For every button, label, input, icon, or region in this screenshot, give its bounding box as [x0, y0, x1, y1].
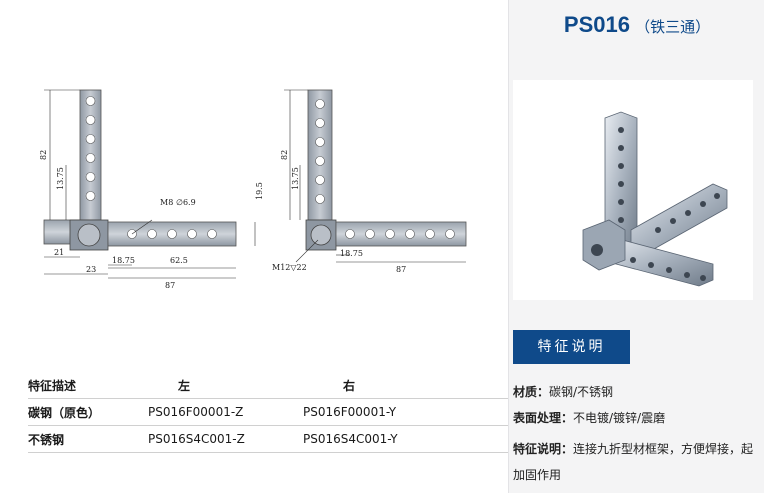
left-code-cell: PS016S4C001-Z [148, 425, 303, 453]
product-subtitle: （铁三通） [635, 18, 711, 36]
left-view: 82 13.75 19.5 M8 ∅6.9 21 23 18.75 62.5 8… [39, 89, 264, 290]
material-cell: 不锈钢 [28, 425, 148, 453]
table-header-row: 特征描述 左 右 [28, 372, 508, 399]
header-feature: 特征描述 [28, 372, 148, 399]
dim-21: 21 [54, 248, 64, 257]
spec-material: 材质：碳钢/不锈钢 [513, 384, 758, 400]
surface-value: 不电镀/镀锌/震磨 [573, 411, 666, 425]
label-m8: M8 [160, 198, 173, 207]
right-view: 82 13.75 M12▽22 18.75 87 [272, 89, 467, 274]
product-code: PS016 [563, 12, 630, 37]
label-m12: M12▽22 [272, 263, 307, 272]
dim-18-75-right: 18.75 [340, 249, 363, 258]
technical-drawing: 82 13.75 19.5 M8 ∅6.9 21 23 18.75 62.5 8… [39, 89, 467, 290]
table-row: 碳钢（原色） PS016F00001-Z PS016F00001-Y [28, 398, 508, 426]
description-value: 连接九折型材框架，方便焊接，起加固作用 [513, 442, 754, 482]
dim-82: 82 [39, 150, 48, 160]
dim-18-75: 18.75 [112, 256, 135, 265]
spec-surface: 表面处理：不电镀/镀锌/震磨 [513, 410, 758, 426]
surface-label: 表面处理： [513, 411, 574, 425]
description-label: 特征说明： [513, 442, 574, 456]
dim-23: 23 [86, 265, 96, 274]
spec-description: 特征说明：连接九折型材框架，方便焊接，起加固作用 [513, 436, 758, 488]
dim-62-5: 62.5 [170, 256, 188, 265]
right-code-cell: PS016F00001-Y [303, 398, 508, 426]
left-code-cell: PS016F00001-Z [148, 398, 303, 426]
header-right: 右 [303, 372, 508, 399]
material-label: 材质： [513, 385, 550, 399]
product-photo [513, 80, 753, 300]
dim-13-75: 13.75 [56, 167, 65, 190]
product-panel: PS016 （铁三通） [508, 0, 764, 493]
drawing-panel: 82 13.75 19.5 M8 ∅6.9 21 23 18.75 62.5 8… [28, 89, 508, 453]
table-row: 不锈钢 PS016S4C001-Z PS016S4C001-Y [28, 425, 508, 453]
dim-87-right: 87 [396, 265, 406, 274]
right-code-cell: PS016S4C001-Y [303, 425, 508, 453]
material-value: 碳钢/不锈钢 [549, 385, 614, 399]
product-title: PS016 （铁三通） [509, 12, 764, 38]
parts-table: 特征描述 左 右 碳钢（原色） PS016F00001-Z PS016F0000… [28, 372, 508, 453]
tee-bracket-image [582, 111, 728, 287]
dim-13-75-right: 13.75 [291, 167, 300, 190]
header-left: 左 [148, 372, 303, 399]
features-badge: 特征说明 [513, 330, 630, 364]
material-cell: 碳钢（原色） [28, 398, 148, 426]
horizontal-bar-right [335, 221, 467, 247]
label-phi: ∅6.9 [176, 198, 196, 207]
dim-19-5: 19.5 [255, 182, 264, 200]
dim-82-right: 82 [280, 150, 289, 160]
dim-87: 87 [165, 281, 175, 290]
